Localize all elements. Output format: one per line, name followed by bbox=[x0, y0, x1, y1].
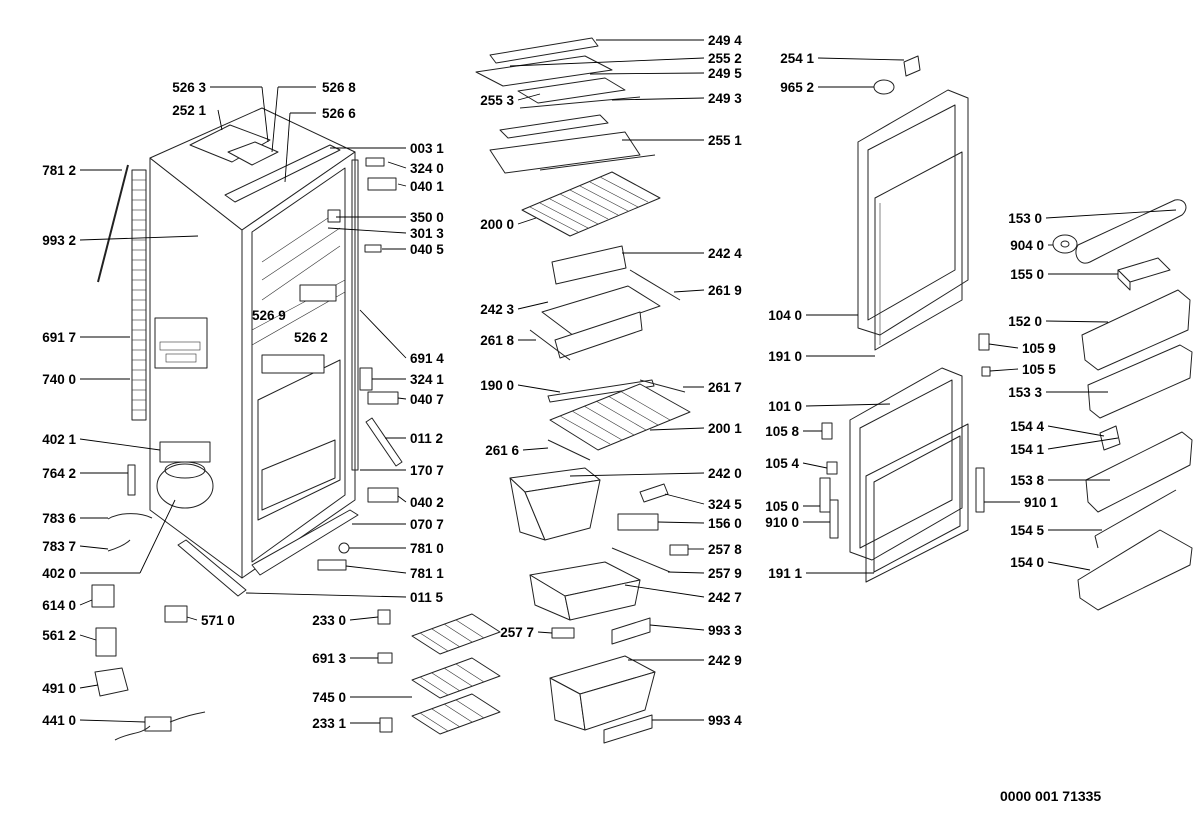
part-label: 233 0 bbox=[312, 613, 346, 628]
part-label: 255 2 bbox=[708, 51, 742, 66]
part-label: 781 2 bbox=[42, 163, 76, 178]
part-label: 242 4 bbox=[708, 246, 742, 261]
part-label: 691 7 bbox=[42, 330, 76, 345]
part-label: 526 3 bbox=[172, 80, 206, 95]
part-label: 255 1 bbox=[708, 133, 742, 148]
part-label: 105 4 bbox=[765, 456, 799, 471]
part-label: 740 0 bbox=[42, 372, 76, 387]
part-label: 301 3 bbox=[410, 226, 444, 241]
part-label: 249 5 bbox=[708, 66, 742, 81]
part-label: 242 7 bbox=[708, 590, 742, 605]
part-label: 965 2 bbox=[780, 80, 814, 95]
part-label: 526 9 bbox=[252, 308, 286, 323]
door-shelves-drawing bbox=[1052, 199, 1193, 611]
part-label: 691 3 bbox=[312, 651, 346, 666]
part-label: 255 3 bbox=[480, 93, 514, 108]
part-label: 691 4 bbox=[410, 351, 444, 366]
part-label: 614 0 bbox=[42, 598, 76, 613]
part-label: 350 0 bbox=[410, 210, 444, 225]
part-label: 249 4 bbox=[708, 33, 742, 48]
document-number: 0000 001 71335 bbox=[1000, 788, 1102, 804]
part-label: 324 1 bbox=[410, 372, 444, 387]
shelves-drawing bbox=[377, 37, 691, 744]
part-label: 402 0 bbox=[42, 566, 76, 581]
cabinet-drawing bbox=[91, 107, 403, 741]
part-label: 040 2 bbox=[410, 495, 444, 510]
part-label: 104 0 bbox=[768, 308, 802, 323]
part-label: 993 4 bbox=[708, 713, 742, 728]
part-label: 561 2 bbox=[42, 628, 76, 643]
part-label: 745 0 bbox=[312, 690, 346, 705]
part-label: 191 1 bbox=[768, 566, 802, 581]
part-label: 153 8 bbox=[1010, 473, 1044, 488]
part-label: 526 6 bbox=[322, 106, 356, 121]
part-label: 153 0 bbox=[1008, 211, 1042, 226]
part-label: 040 1 bbox=[410, 179, 444, 194]
part-label: 003 1 bbox=[410, 141, 444, 156]
part-label: 154 0 bbox=[1010, 555, 1044, 570]
part-label: 252 1 bbox=[172, 103, 206, 118]
part-label: 105 9 bbox=[1022, 341, 1056, 356]
part-label: 152 0 bbox=[1008, 314, 1042, 329]
part-label: 155 0 bbox=[1010, 267, 1044, 282]
part-label: 070 7 bbox=[410, 517, 444, 532]
part-label: 324 5 bbox=[708, 497, 742, 512]
part-label: 993 3 bbox=[708, 623, 742, 638]
part-label: 257 7 bbox=[500, 625, 534, 640]
part-label: 402 1 bbox=[42, 432, 76, 447]
part-label: 200 0 bbox=[480, 217, 514, 232]
part-label: 156 0 bbox=[708, 516, 742, 531]
part-label: 105 0 bbox=[765, 499, 799, 514]
part-label: 191 0 bbox=[768, 349, 802, 364]
part-label: 153 3 bbox=[1008, 385, 1042, 400]
leader-lines bbox=[79, 39, 1177, 724]
part-label: 261 8 bbox=[480, 333, 514, 348]
part-labels: 526 3 526 8 252 1 526 6 003 1 781 2 324 … bbox=[42, 33, 1058, 731]
part-label: 993 2 bbox=[42, 233, 76, 248]
part-label: 242 9 bbox=[708, 653, 742, 668]
part-label: 101 0 bbox=[768, 399, 802, 414]
part-label: 242 0 bbox=[708, 466, 742, 481]
part-label: 261 7 bbox=[708, 380, 742, 395]
part-label: 910 1 bbox=[1024, 495, 1058, 510]
part-label: 254 1 bbox=[780, 51, 814, 66]
doors-drawing bbox=[819, 55, 991, 583]
part-label: 249 3 bbox=[708, 91, 742, 106]
part-label: 781 0 bbox=[410, 541, 444, 556]
part-label: 526 2 bbox=[294, 330, 328, 345]
part-label: 154 1 bbox=[1010, 442, 1044, 457]
part-label: 190 0 bbox=[480, 378, 514, 393]
part-label: 324 0 bbox=[410, 161, 444, 176]
part-label: 040 5 bbox=[410, 242, 444, 257]
part-label: 526 8 bbox=[322, 80, 356, 95]
part-label: 783 6 bbox=[42, 511, 76, 526]
part-label: 154 5 bbox=[1010, 523, 1044, 538]
part-label: 242 3 bbox=[480, 302, 514, 317]
part-label: 011 2 bbox=[410, 431, 443, 446]
part-label: 200 1 bbox=[708, 421, 742, 436]
part-label: 233 1 bbox=[312, 716, 346, 731]
part-label: 781 1 bbox=[410, 566, 444, 581]
part-label: 011 5 bbox=[410, 590, 444, 605]
part-label: 571 0 bbox=[201, 613, 235, 628]
part-label: 261 6 bbox=[485, 443, 519, 458]
part-label: 154 4 bbox=[1010, 419, 1044, 434]
part-label: 441 0 bbox=[42, 713, 76, 728]
part-label: 170 7 bbox=[410, 463, 444, 478]
part-label: 910 0 bbox=[765, 515, 799, 530]
part-label: 783 7 bbox=[42, 539, 76, 554]
part-label: 040 7 bbox=[410, 392, 444, 407]
part-label: 257 8 bbox=[708, 542, 742, 557]
part-label: 764 2 bbox=[42, 466, 76, 481]
part-label: 904 0 bbox=[1010, 238, 1044, 253]
part-label: 261 9 bbox=[708, 283, 742, 298]
part-label: 105 8 bbox=[765, 424, 799, 439]
part-label: 491 0 bbox=[42, 681, 76, 696]
part-label: 105 5 bbox=[1022, 362, 1056, 377]
part-label: 257 9 bbox=[708, 566, 742, 581]
